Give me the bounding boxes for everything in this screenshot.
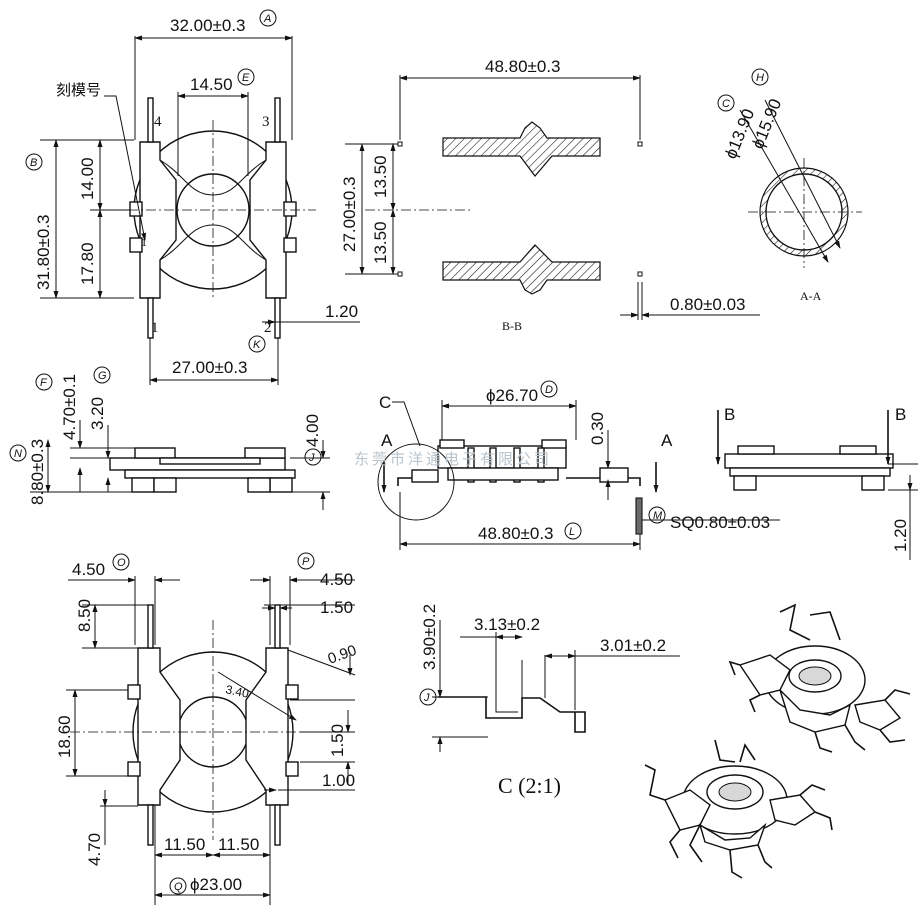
top-pin-4 <box>147 97 154 143</box>
label-circle-d: D <box>545 384 553 396</box>
dim-3-90: 3.90±0.2 <box>420 604 439 670</box>
mold-number-label: 刻模号 <box>56 82 101 99</box>
dim-31-80: 31.80±0.3 <box>34 214 53 290</box>
detail-c-circle <box>377 443 455 521</box>
dim-27-00-bb: 27.00±0.3 <box>340 176 359 252</box>
dim-14-00: 14.00 <box>78 157 97 200</box>
label-circle-j: J <box>308 452 315 464</box>
dim-1-20-top: 1.20 <box>325 302 358 321</box>
dim-48-80-bb: 48.80±0.3 <box>485 57 561 76</box>
arrow-a-right: A <box>661 431 673 450</box>
dim-0-30: 0.30 <box>588 412 607 445</box>
isometric-view-bottom <box>644 739 833 879</box>
pin-label-4: 4 <box>154 114 162 130</box>
dim-4-00: 4.00 <box>303 414 322 447</box>
side-view-right: B B 1.20 <box>715 405 918 560</box>
label-b-b: B-B <box>502 319 522 333</box>
label-circle-g: G <box>98 370 107 382</box>
dim-phi-23-00: ϕ23.00 <box>190 875 242 894</box>
bottom-left-wing <box>137 647 181 806</box>
dim-4-50-right: 4.50 <box>320 570 353 589</box>
dim-0-90: 0.90 <box>326 642 359 668</box>
top-pin-3 <box>274 97 281 143</box>
label-circle-m: M <box>653 510 663 522</box>
detail-c-profile <box>438 696 586 733</box>
dim-32: 32.00±0.3 <box>170 16 246 35</box>
mold-mark: 1 <box>141 235 147 249</box>
label-circle-a: A <box>263 13 271 25</box>
dim-4-70-bottom: 4.70 <box>85 833 104 866</box>
label-circle-o: O <box>117 557 126 569</box>
label-circle-f: F <box>40 377 48 389</box>
pin-label-1: 1 <box>151 320 159 336</box>
label-circle-n: N <box>14 448 22 460</box>
dim-1-20-side: 1.20 <box>891 519 910 552</box>
section-b-b: 48.80±0.3 27.00±0.3 13.50 13.50 0.80±0.0… <box>340 57 760 333</box>
dim-11-50-left: 11.50 <box>164 835 205 854</box>
dim-1-50-top: 1.50 <box>320 598 353 617</box>
dim-1-50-side: 1.50 <box>328 724 347 757</box>
bottom-view: 4.50 O 4.50 P 1.50 8.50 18.60 4.70 0.90 … <box>55 552 359 905</box>
dim-phi-26-70: ϕ26.70 <box>486 386 538 405</box>
isometric-view-top <box>728 603 911 753</box>
label-circle-e: E <box>242 72 250 84</box>
dim-4-70: 4.70±0.1 <box>60 374 79 440</box>
dim-4-50-left: 4.50 <box>72 560 105 579</box>
bb-lower-section <box>442 244 601 295</box>
arrow-a-left: A <box>381 431 393 450</box>
dim-13-50-top: 13.50 <box>371 155 390 198</box>
arrow-b-left: B <box>724 405 735 424</box>
dim-8-80: 8.80±0.3 <box>28 439 47 505</box>
label-circle-k: K <box>253 339 261 351</box>
pin-label-3: 3 <box>262 114 270 130</box>
dim-3-01: 3.01±0.2 <box>600 636 666 655</box>
dim-48-80-side: 48.80±0.3 <box>478 524 554 543</box>
dim-3-20: 3.20 <box>88 397 107 430</box>
detail-c-label: C <box>379 393 391 412</box>
dim-1-00: 1.00 <box>322 771 355 790</box>
dim-11-50-right: 11.50 <box>218 835 259 854</box>
side-view-middle: C ϕ26.70 D 0.30 A A 48.80±0.3 L SQ0.80±0… <box>354 380 780 550</box>
side-view-left: 8.80±0.3 N 4.70±0.1 F 3.20 G 4.00 J <box>9 366 330 510</box>
bb-upper-section <box>442 121 601 177</box>
dim-27-00-top: 27.00±0.3 <box>172 358 248 377</box>
detail-c-title: C (2:1) <box>498 773 561 798</box>
top-view: 32.00±0.3 A 14.50 E 刻模号 31.80±0.3 B 14.0… <box>25 9 360 385</box>
label-circle-p: P <box>302 556 310 568</box>
dim-8-50: 8.50 <box>75 599 94 632</box>
dim-17-80: 17.80 <box>78 242 97 285</box>
dim-0-80-bb: 0.80±0.03 <box>670 295 746 314</box>
dim-3-40: 3.40 <box>224 682 250 701</box>
arrow-b-right: B <box>895 405 906 424</box>
side-right-plate <box>724 453 894 469</box>
square-pin <box>635 497 643 535</box>
top-left-wing <box>139 141 177 299</box>
pin-label-2: 2 <box>264 320 272 336</box>
top-pin-2 <box>274 297 281 339</box>
label-circle-q: Q <box>174 881 183 893</box>
watermark: 东莞市洋通电子有限公司 <box>354 451 552 468</box>
label-circle-b: B <box>30 157 37 169</box>
label-circle-h: H <box>756 72 764 84</box>
dim-3-13: 3.13±0.2 <box>474 615 540 634</box>
dim-sq-0-80: SQ0.80±0.03 <box>670 513 770 532</box>
section-a-a: ϕ15.90 ϕ13.90 H C A-A <box>717 68 862 303</box>
label-a-a: A-A <box>800 289 822 303</box>
dim-14-50: 14.50 <box>190 75 233 94</box>
side-mid-right-pin <box>566 477 641 486</box>
detail-c: 3.13±0.2 3.01±0.2 3.90±0.2 J C (2:1) <box>419 604 680 798</box>
label-circle-j2: J <box>423 692 430 704</box>
dim-13-50-bot: 13.50 <box>371 221 390 264</box>
dim-18-60: 18.60 <box>55 715 74 758</box>
label-circle-c-aa: C <box>722 98 730 110</box>
label-circle-l: L <box>569 526 575 538</box>
